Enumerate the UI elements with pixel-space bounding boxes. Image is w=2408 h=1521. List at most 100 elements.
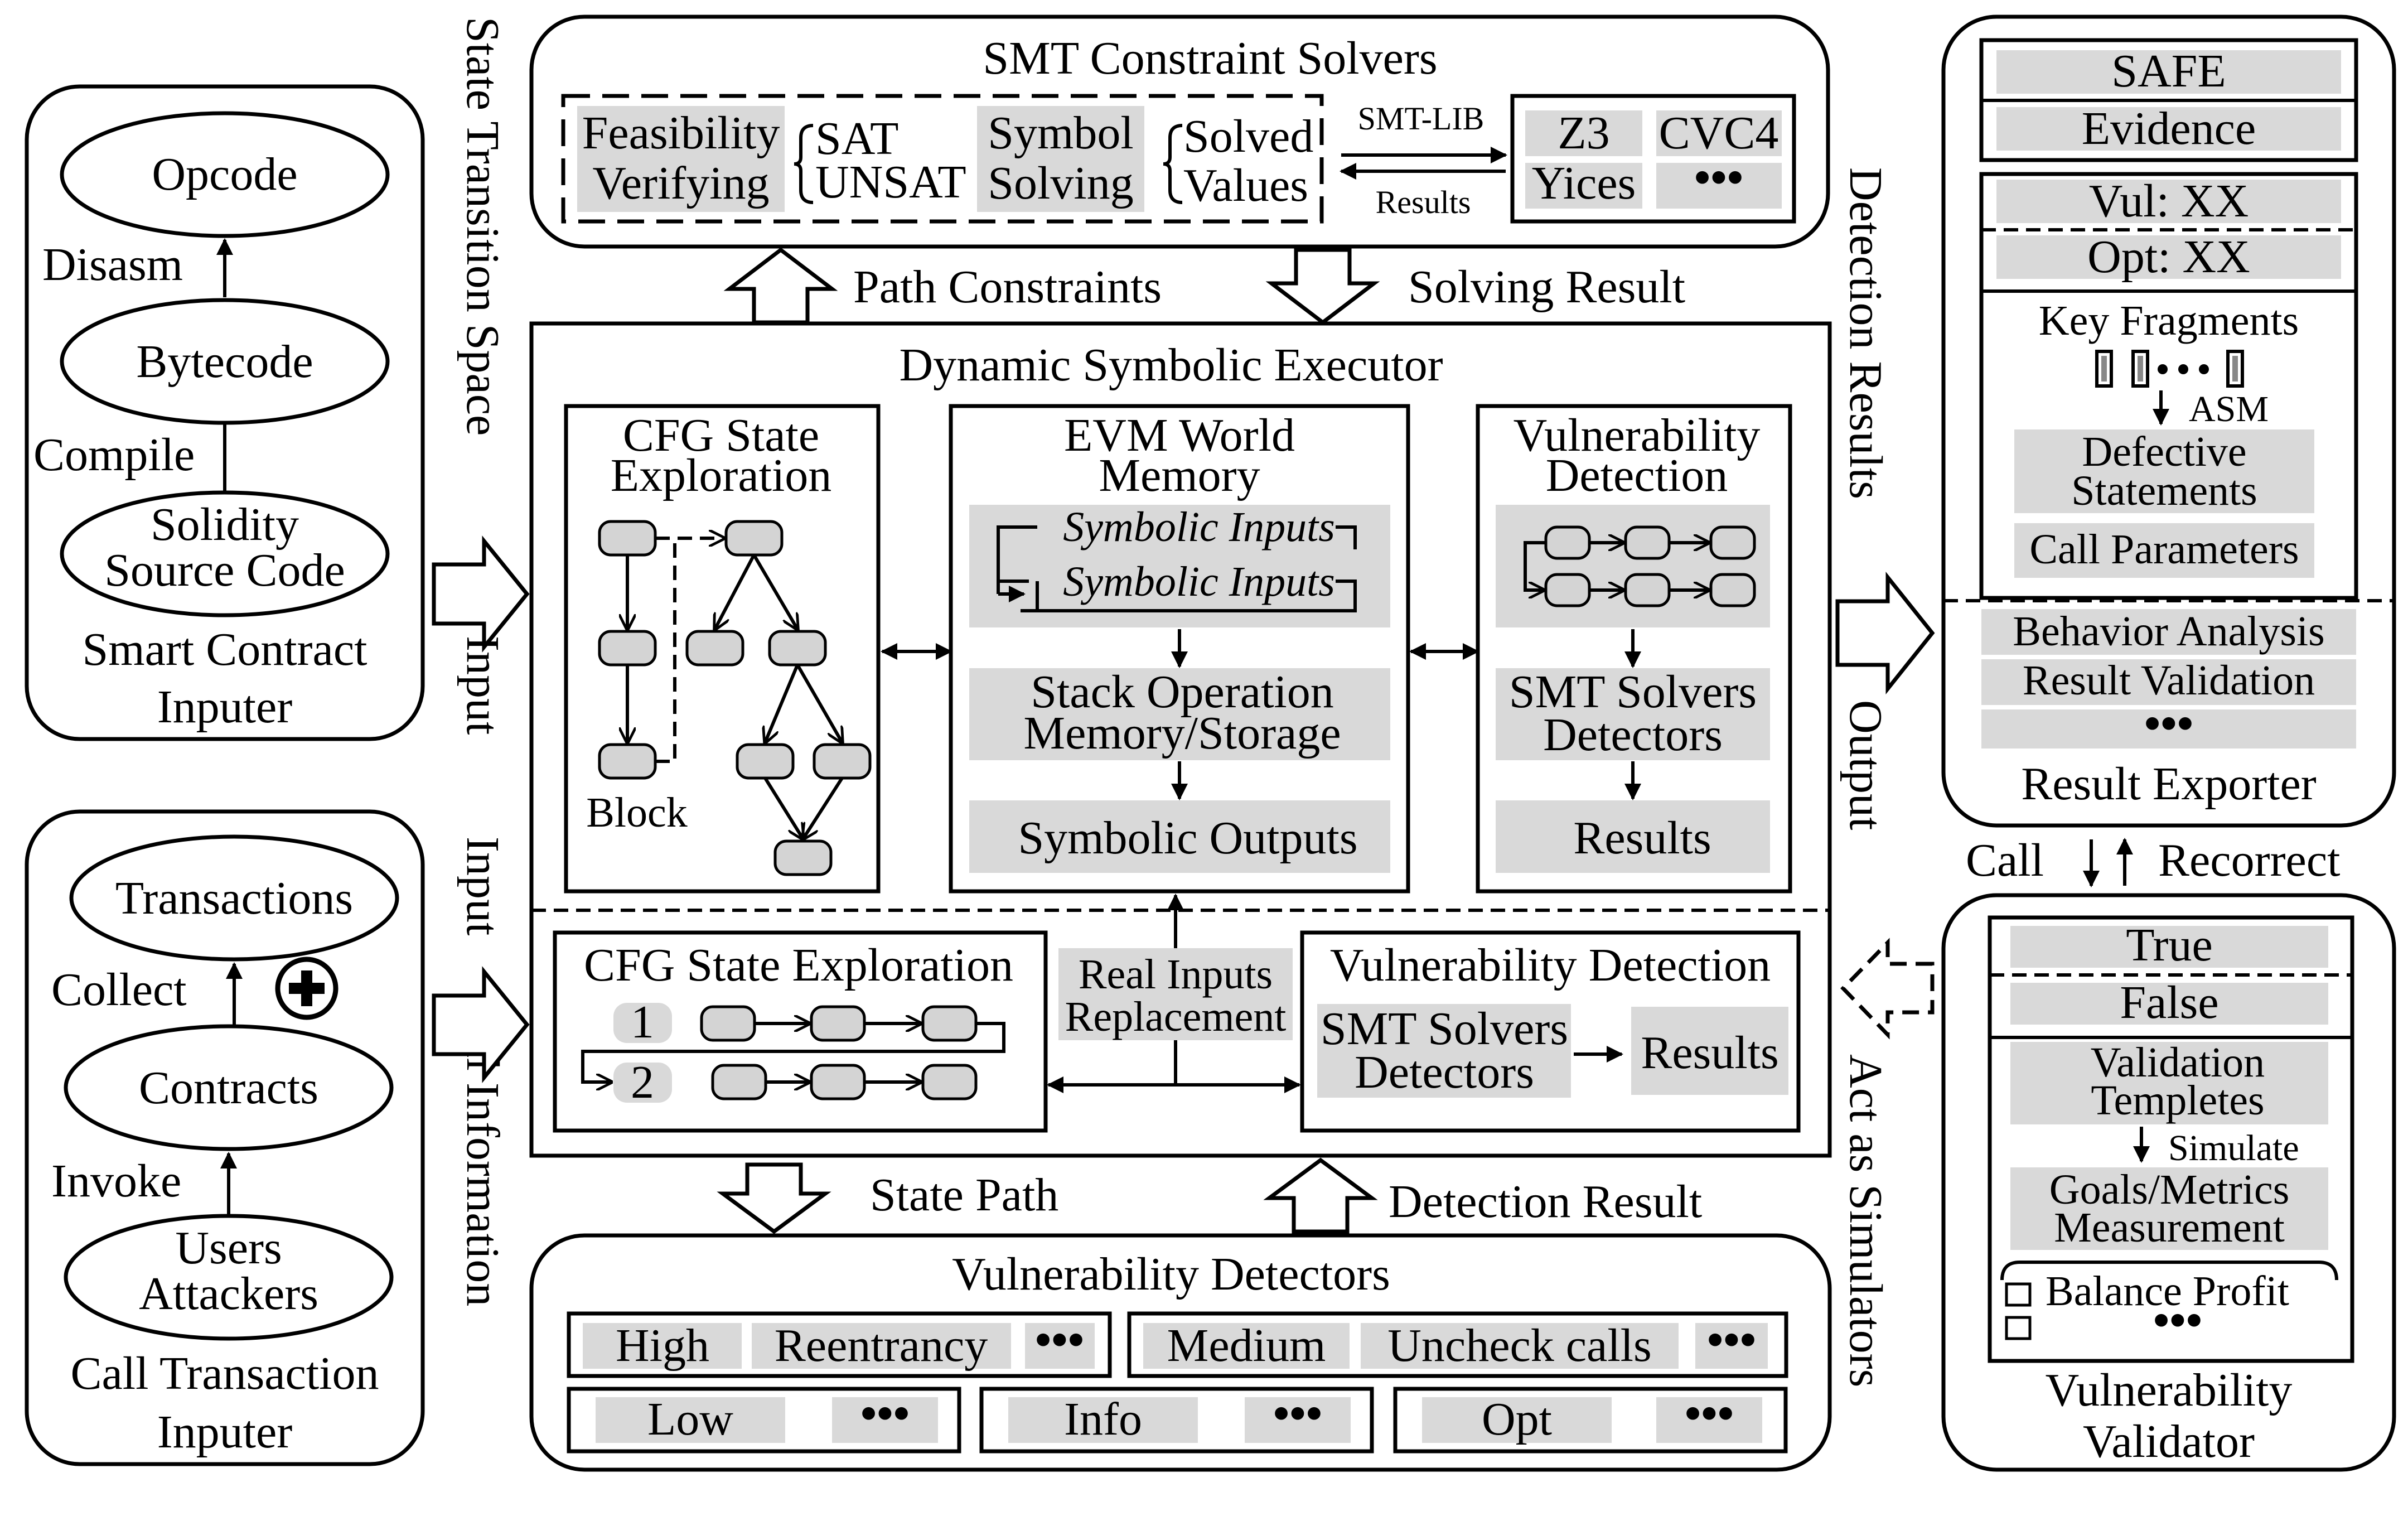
call-transaction-inputer: Transactions Collect Contracts Invoke Us… [25, 809, 425, 1466]
contracts-label: Contracts [139, 1062, 318, 1114]
medium-more-label: ••• [1707, 1314, 1756, 1366]
vd-full-title: Vulnerability Detection [1330, 939, 1771, 991]
detection-result-label: Detection Result [1389, 1176, 1702, 1228]
users-node [64, 1214, 394, 1341]
symbolic-inputs-1: Symbolic Inputs [1063, 504, 1335, 551]
vul-label: Vul: XX [2089, 175, 2249, 227]
input-bottom-label: Input [457, 837, 509, 935]
yices-label: Yices [1532, 157, 1636, 209]
simulator-arrow [1840, 938, 1935, 1040]
solving-result-label: Solving Result [1408, 261, 1685, 313]
vulnerability-detectors: Vulnerability Detectors High Reentrancy … [529, 1233, 1832, 1472]
high-label: High [616, 1320, 709, 1372]
replacement-label: Replacement [1065, 993, 1287, 1040]
lower-cfg-paths [581, 1005, 1005, 1100]
safe-label: SAFE [2111, 45, 2226, 97]
feasibility-label: Feasibility [582, 107, 780, 159]
path-number-1: 1 [631, 996, 654, 1048]
solidity-node [60, 490, 390, 617]
behavior-analysis-label: Behavior Analysis [2013, 608, 2324, 655]
dynamic-symbolic-executor: Dynamic Symbolic Executor CFG State Expl… [529, 321, 1832, 1158]
bytecode-label: Bytecode [136, 336, 313, 388]
low-more-label: ••• [860, 1388, 910, 1440]
block-label: Block [586, 789, 688, 836]
detectors-lower-label: Detectors [1355, 1046, 1534, 1098]
opt-xx-label: Opt: XX [2087, 231, 2250, 283]
disasm-label: Disasm [42, 239, 183, 291]
smt-solvers-lower-label: SMT Solvers [1321, 1003, 1568, 1055]
transactions-node [69, 834, 399, 962]
detection-result-arrow [1263, 1157, 1378, 1234]
verifying-label: Verifying [592, 157, 769, 209]
act-as-simulators-label: Act as Simulators [1840, 1054, 1892, 1387]
key-fragments-label: Key Fragments [2039, 297, 2299, 344]
symbolic-outputs-label: Symbolic Outputs [1018, 812, 1357, 864]
input-arrow-bottom [432, 966, 530, 1083]
results-label: Results [1376, 184, 1471, 220]
validation-label-1: Validation [2091, 1039, 2265, 1086]
vd-title-1: Vulnerability [1514, 409, 1761, 461]
true-label: True [2126, 919, 2213, 971]
defective-label-2: Statements [2071, 467, 2257, 514]
path-constraints-arrow [723, 247, 838, 325]
cfg-graph [598, 520, 872, 876]
exporter-more-label: ••• [2144, 698, 2193, 750]
real-inputs-label: Real Inputs [1079, 951, 1273, 998]
smt-solvers-title: SMT Constraint Solvers [983, 32, 1437, 84]
checkbox-icon [2005, 1282, 2032, 1307]
goals-label-2: Measurement [2054, 1204, 2285, 1251]
executor-title: Dynamic Symbolic Executor [899, 339, 1443, 391]
state-path-arrow [717, 1162, 831, 1234]
call-transaction-inputer-title-1: Call Transaction [70, 1348, 379, 1399]
checkbox-icon-2 [2005, 1316, 2032, 1340]
smt-solvers-detection-label: SMT Solvers [1509, 666, 1757, 718]
high-more-label: ••• [1035, 1314, 1084, 1366]
result-validation-label: Result Validation [2023, 657, 2315, 704]
smart-contract-inputer-title-2: Inputer [157, 681, 293, 733]
state-transition-space-label: State Transition Space [457, 17, 509, 436]
solved-label: Solved [1183, 110, 1313, 162]
opcode-node [60, 111, 390, 238]
path-number-2: 2 [631, 1056, 654, 1108]
detectors-label: Detectors [1543, 709, 1723, 761]
plus-icon [275, 957, 339, 1020]
output-arrow [1835, 572, 1935, 694]
call-label: Call [1966, 834, 2044, 886]
transactions-label: Transactions [115, 872, 353, 924]
info-more-label: ••• [1273, 1388, 1322, 1440]
solving-label: Solving [988, 157, 1133, 209]
opt-more-label: ••• [1685, 1388, 1734, 1440]
values-label: Values [1183, 160, 1308, 211]
sat-label: SAT [815, 113, 898, 165]
detection-results-label: Detection Results [1840, 167, 1892, 499]
evm-title-1: EVM World [1064, 409, 1295, 461]
false-label: False [2120, 977, 2218, 1029]
medium-label: Medium [1167, 1320, 1326, 1372]
results-lower-label: Results [1641, 1027, 1778, 1079]
state-path-label: State Path [870, 1169, 1058, 1221]
results-upper-label: Results [1573, 812, 1711, 864]
invoke-label: Invoke [51, 1155, 181, 1207]
low-label: Low [647, 1393, 733, 1445]
contracts-node [64, 1024, 394, 1151]
cfg-title-2: Exploration [611, 450, 832, 501]
validator-more-label: ••• [2153, 1295, 2202, 1346]
reentrancy-label: Reentrancy [775, 1320, 988, 1372]
solving-result-arrow [1265, 248, 1380, 325]
cvc4-label: CVC4 [1659, 107, 1779, 159]
solidity-label-2: Source Code [104, 544, 345, 596]
result-exporter: SAFE Evidence Vul: XX Opt: XX Key Fragme… [1941, 15, 2396, 828]
stack-operation-label: Stack Operation [1031, 666, 1334, 718]
vd-title-2: Detection [1546, 450, 1728, 501]
compile-label: Compile [33, 429, 195, 481]
path-constraints-label: Path Constraints [853, 261, 1162, 313]
smart-contract-inputer: Opcode Disasm Bytecode Compile Solidity … [25, 84, 425, 741]
cfg-title-1: CFG State [623, 409, 819, 461]
collect-label: Collect [51, 964, 187, 1016]
defective-label-1: Defective [2082, 428, 2246, 475]
evm-title-2: Memory [1099, 450, 1260, 501]
smt-constraint-solvers: SMT Constraint Solvers Feasibility Verif… [529, 15, 1830, 249]
fragments-icon [2095, 350, 2244, 388]
z3-label: Z3 [1558, 107, 1609, 159]
